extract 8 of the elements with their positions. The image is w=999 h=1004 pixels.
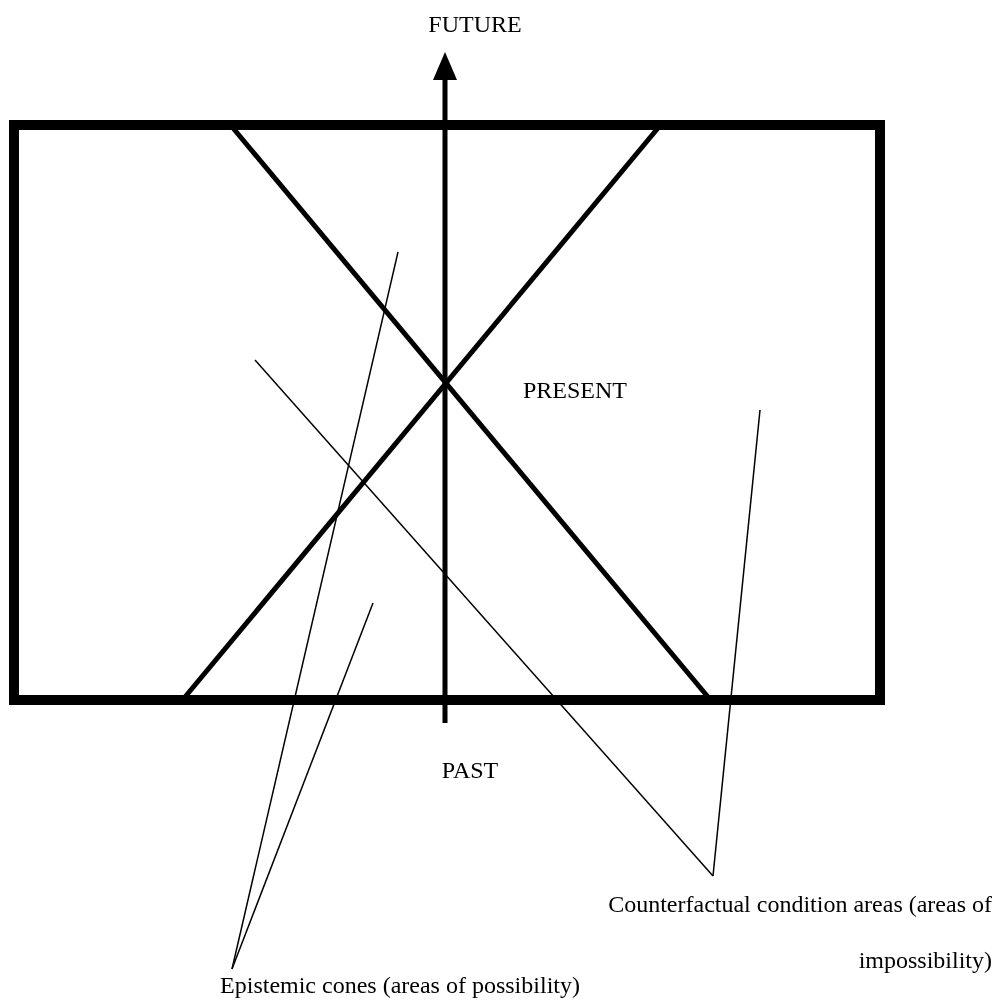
region-label: PRESENT <box>523 376 627 404</box>
axis-label: PAST <box>441 756 499 784</box>
leader-line <box>712 409 761 877</box>
annotation-text: Counterfactual condition areas (areas of impossibility) <box>607 890 992 975</box>
axis-label: FUTURE <box>428 10 522 38</box>
annotation-text: Epistemic cones (areas of possibility) <box>219 971 581 1000</box>
leader-line <box>254 359 714 877</box>
leader-line <box>231 602 374 970</box>
